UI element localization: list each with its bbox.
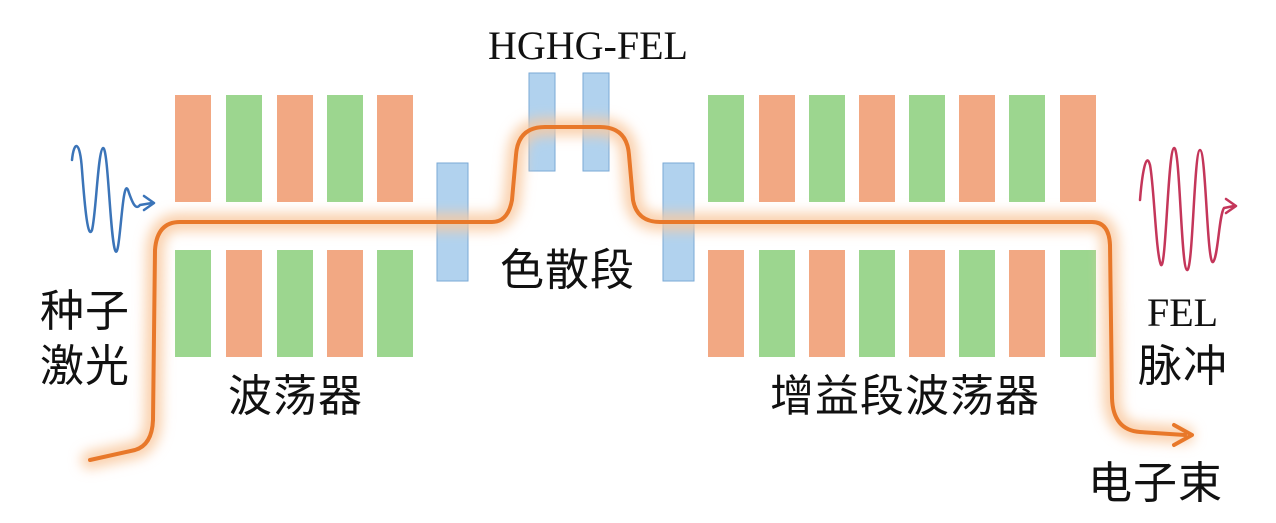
seed-laser-label-line2: 激光: [40, 341, 130, 392]
modulator-undulator-top-row: [175, 95, 413, 202]
undulator-magnet: [1009, 250, 1045, 357]
electron-beam: [81, 118, 1194, 469]
undulator-magnet: [377, 95, 413, 202]
undulator-magnet: [277, 95, 313, 202]
dispersion-section-label: 色散段: [500, 245, 635, 296]
undulator-magnet: [759, 95, 795, 202]
undulator-magnet: [327, 95, 363, 202]
gain-undulator-label: 增益段波荡器: [770, 371, 1040, 422]
undulator-magnet: [1009, 95, 1045, 202]
seed-laser-label-line1: 种子: [40, 286, 130, 337]
gain-undulator-top-row: [708, 95, 1096, 202]
undulator-magnet: [226, 95, 262, 202]
undulator-magnet: [377, 250, 413, 357]
undulator-magnet: [226, 250, 262, 357]
undulator-magnet: [1060, 95, 1096, 202]
undulator-magnet: [175, 95, 211, 202]
undulator-magnet: [277, 250, 313, 357]
undulator-magnet: [859, 250, 895, 357]
electron-beam-arrow-icon: [1172, 423, 1194, 447]
undulator-magnet: [708, 95, 744, 202]
modulator-undulator-bottom-row: [175, 250, 413, 357]
undulator-magnet: [909, 250, 945, 357]
fel-pulse-label-line2: 脉冲: [1138, 341, 1228, 392]
undulator-magnet: [327, 250, 363, 357]
undulator-magnet: [809, 250, 845, 357]
electron-beam-label: 电子束: [1088, 458, 1223, 509]
undulator-magnet: [959, 250, 995, 357]
undulator-magnet: [708, 250, 744, 357]
undulator-magnet: [859, 95, 895, 202]
undulator-label: 波荡器: [228, 371, 363, 422]
undulator-magnet: [759, 250, 795, 357]
undulator-magnet: [1060, 250, 1096, 357]
undulator-magnet: [175, 250, 211, 357]
electron-beam-core: [88, 125, 1187, 462]
hghg-fel-label: HGHG-FEL: [488, 23, 688, 68]
seed-laser-wave-icon: [70, 145, 156, 253]
gain-undulator-bottom-row: [708, 250, 1096, 357]
undulator-magnet: [909, 95, 945, 202]
fel-pulse-wave-icon: [1138, 146, 1238, 272]
undulator-magnet: [959, 95, 995, 202]
undulator-magnet: [809, 95, 845, 202]
fel-pulse-label-line1: FEL: [1147, 290, 1219, 335]
